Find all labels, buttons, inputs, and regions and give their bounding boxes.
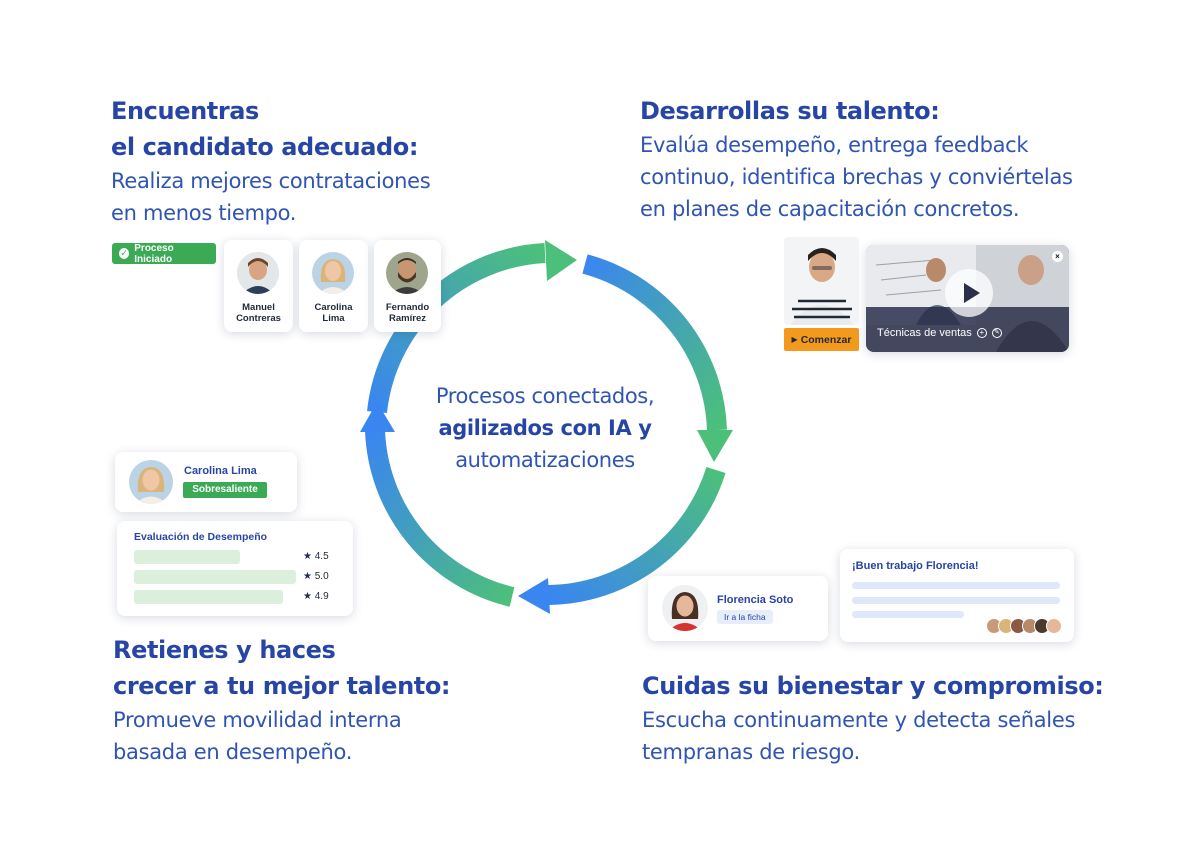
pencil-icon: ✎ xyxy=(991,328,1002,338)
avatar xyxy=(1046,618,1062,634)
avatar xyxy=(237,252,279,294)
star-icon: ★ xyxy=(303,551,315,562)
hire-heading-line2: el candidato adecuado: xyxy=(111,133,419,161)
section-develop: Desarrollas su talento: Evalúa desempeño… xyxy=(640,93,1073,225)
video-title: Técnicas de ventas xyxy=(877,327,972,339)
arrowhead-top-left xyxy=(545,240,577,281)
evaluation-title: Evaluación de Desempeño xyxy=(134,531,268,543)
section-wellbeing: Cuidas su bienestar y compromiso: Escuch… xyxy=(642,668,1104,768)
develop-heading: Desarrollas su talento: xyxy=(640,97,940,125)
arrow-top-right xyxy=(582,254,727,431)
retain-heading-line1: Retienes y haces xyxy=(113,636,336,664)
process-status-badge: ✓ Proceso Iniciado xyxy=(112,242,216,265)
play-small-icon: ▶ xyxy=(791,335,798,344)
arrow-bottom-left xyxy=(365,429,515,607)
hire-body-line2: en menos tiempo. xyxy=(111,201,297,225)
process-status-label: Proceso Iniciado xyxy=(134,242,174,265)
retain-body-line2: basada en desempeño. xyxy=(113,740,353,764)
center-line1: Procesos conectados, xyxy=(435,384,655,408)
develop-body-line3: en planes de capacitación concretos. xyxy=(640,197,1020,221)
arrow-bottom-right xyxy=(547,466,726,605)
hire-body-line1: Realiza mejores contrataciones xyxy=(111,169,431,193)
profile-name: Florencia Soto xyxy=(717,594,794,606)
video-card[interactable]: × Técnicas de ventas + ✎ xyxy=(866,245,1069,352)
message-line xyxy=(852,582,1060,589)
section-hire: Encuentras el candidato adecuado: Realiz… xyxy=(111,93,431,229)
wellbeing-body-line1: Escucha continuamente y detecta señales xyxy=(642,708,1076,732)
message-title: ¡Buen trabajo Florencia! xyxy=(852,560,979,572)
plus-icon: + xyxy=(976,328,987,338)
star-icon: ★ xyxy=(303,571,315,582)
star-icon: ★ xyxy=(303,591,315,602)
play-button[interactable] xyxy=(945,269,993,317)
rating-value: ★ 5.0 xyxy=(303,571,329,582)
develop-body-line1: Evalúa desempeño, entrega feedback xyxy=(640,133,1029,157)
arrowhead-top-right xyxy=(697,430,733,462)
develop-body-line2: continuo, identifica brechas y conviérte… xyxy=(640,165,1073,189)
center-caption: Procesos conectados, agilizados con IA y… xyxy=(420,380,670,476)
profile-card-carolina[interactable]: Carolina Lima Sobresaliente xyxy=(115,452,297,512)
arrowhead-bottom-right xyxy=(518,578,550,614)
performance-badge: Sobresaliente xyxy=(183,482,267,498)
hire-heading-line1: Encuentras xyxy=(111,97,259,125)
retain-body-line1: Promueve movilidad interna xyxy=(113,708,402,732)
view-profile-link[interactable]: Ir a la ficha xyxy=(717,610,773,624)
performance-evaluation-card: Evaluación de Desempeño ★ 4.5 ★ 5.0 ★ 4.9 xyxy=(117,521,353,616)
center-line2: agilizados con IA y xyxy=(438,416,652,440)
start-button[interactable]: ▶ Comenzar xyxy=(784,328,859,351)
section-retain: Retienes y haces crecer a tu mejor talen… xyxy=(113,632,451,768)
message-line xyxy=(852,611,964,618)
avatar xyxy=(386,252,428,294)
avatar xyxy=(312,252,354,294)
profile-card-florencia[interactable]: Florencia Soto Ir a la ficha xyxy=(648,576,828,641)
play-icon xyxy=(964,283,980,303)
message-line xyxy=(852,597,1060,604)
check-icon: ✓ xyxy=(119,248,130,259)
learner-photo xyxy=(784,237,859,325)
center-line3: automatizaciones xyxy=(455,448,635,472)
reaction-avatars xyxy=(986,618,1062,636)
video-title-row: Técnicas de ventas + ✎ xyxy=(877,327,1002,339)
avatar xyxy=(129,460,173,504)
arrowhead-bottom-left xyxy=(360,402,395,432)
rating-value: ★ 4.5 xyxy=(303,551,329,562)
wellbeing-body-line2: tempranas de riesgo. xyxy=(642,740,860,764)
close-icon[interactable]: × xyxy=(1052,251,1063,262)
wellbeing-heading: Cuidas su bienestar y compromiso: xyxy=(642,672,1104,700)
profile-name: Carolina Lima xyxy=(184,465,257,477)
rating-bar xyxy=(134,590,283,604)
feedback-message-card: ¡Buen trabajo Florencia! xyxy=(840,549,1074,642)
rating-bar xyxy=(134,570,296,584)
avatar xyxy=(662,585,708,631)
rating-bar xyxy=(134,550,240,564)
rating-value: ★ 4.9 xyxy=(303,591,329,602)
retain-heading-line2: crecer a tu mejor talento: xyxy=(113,672,451,700)
